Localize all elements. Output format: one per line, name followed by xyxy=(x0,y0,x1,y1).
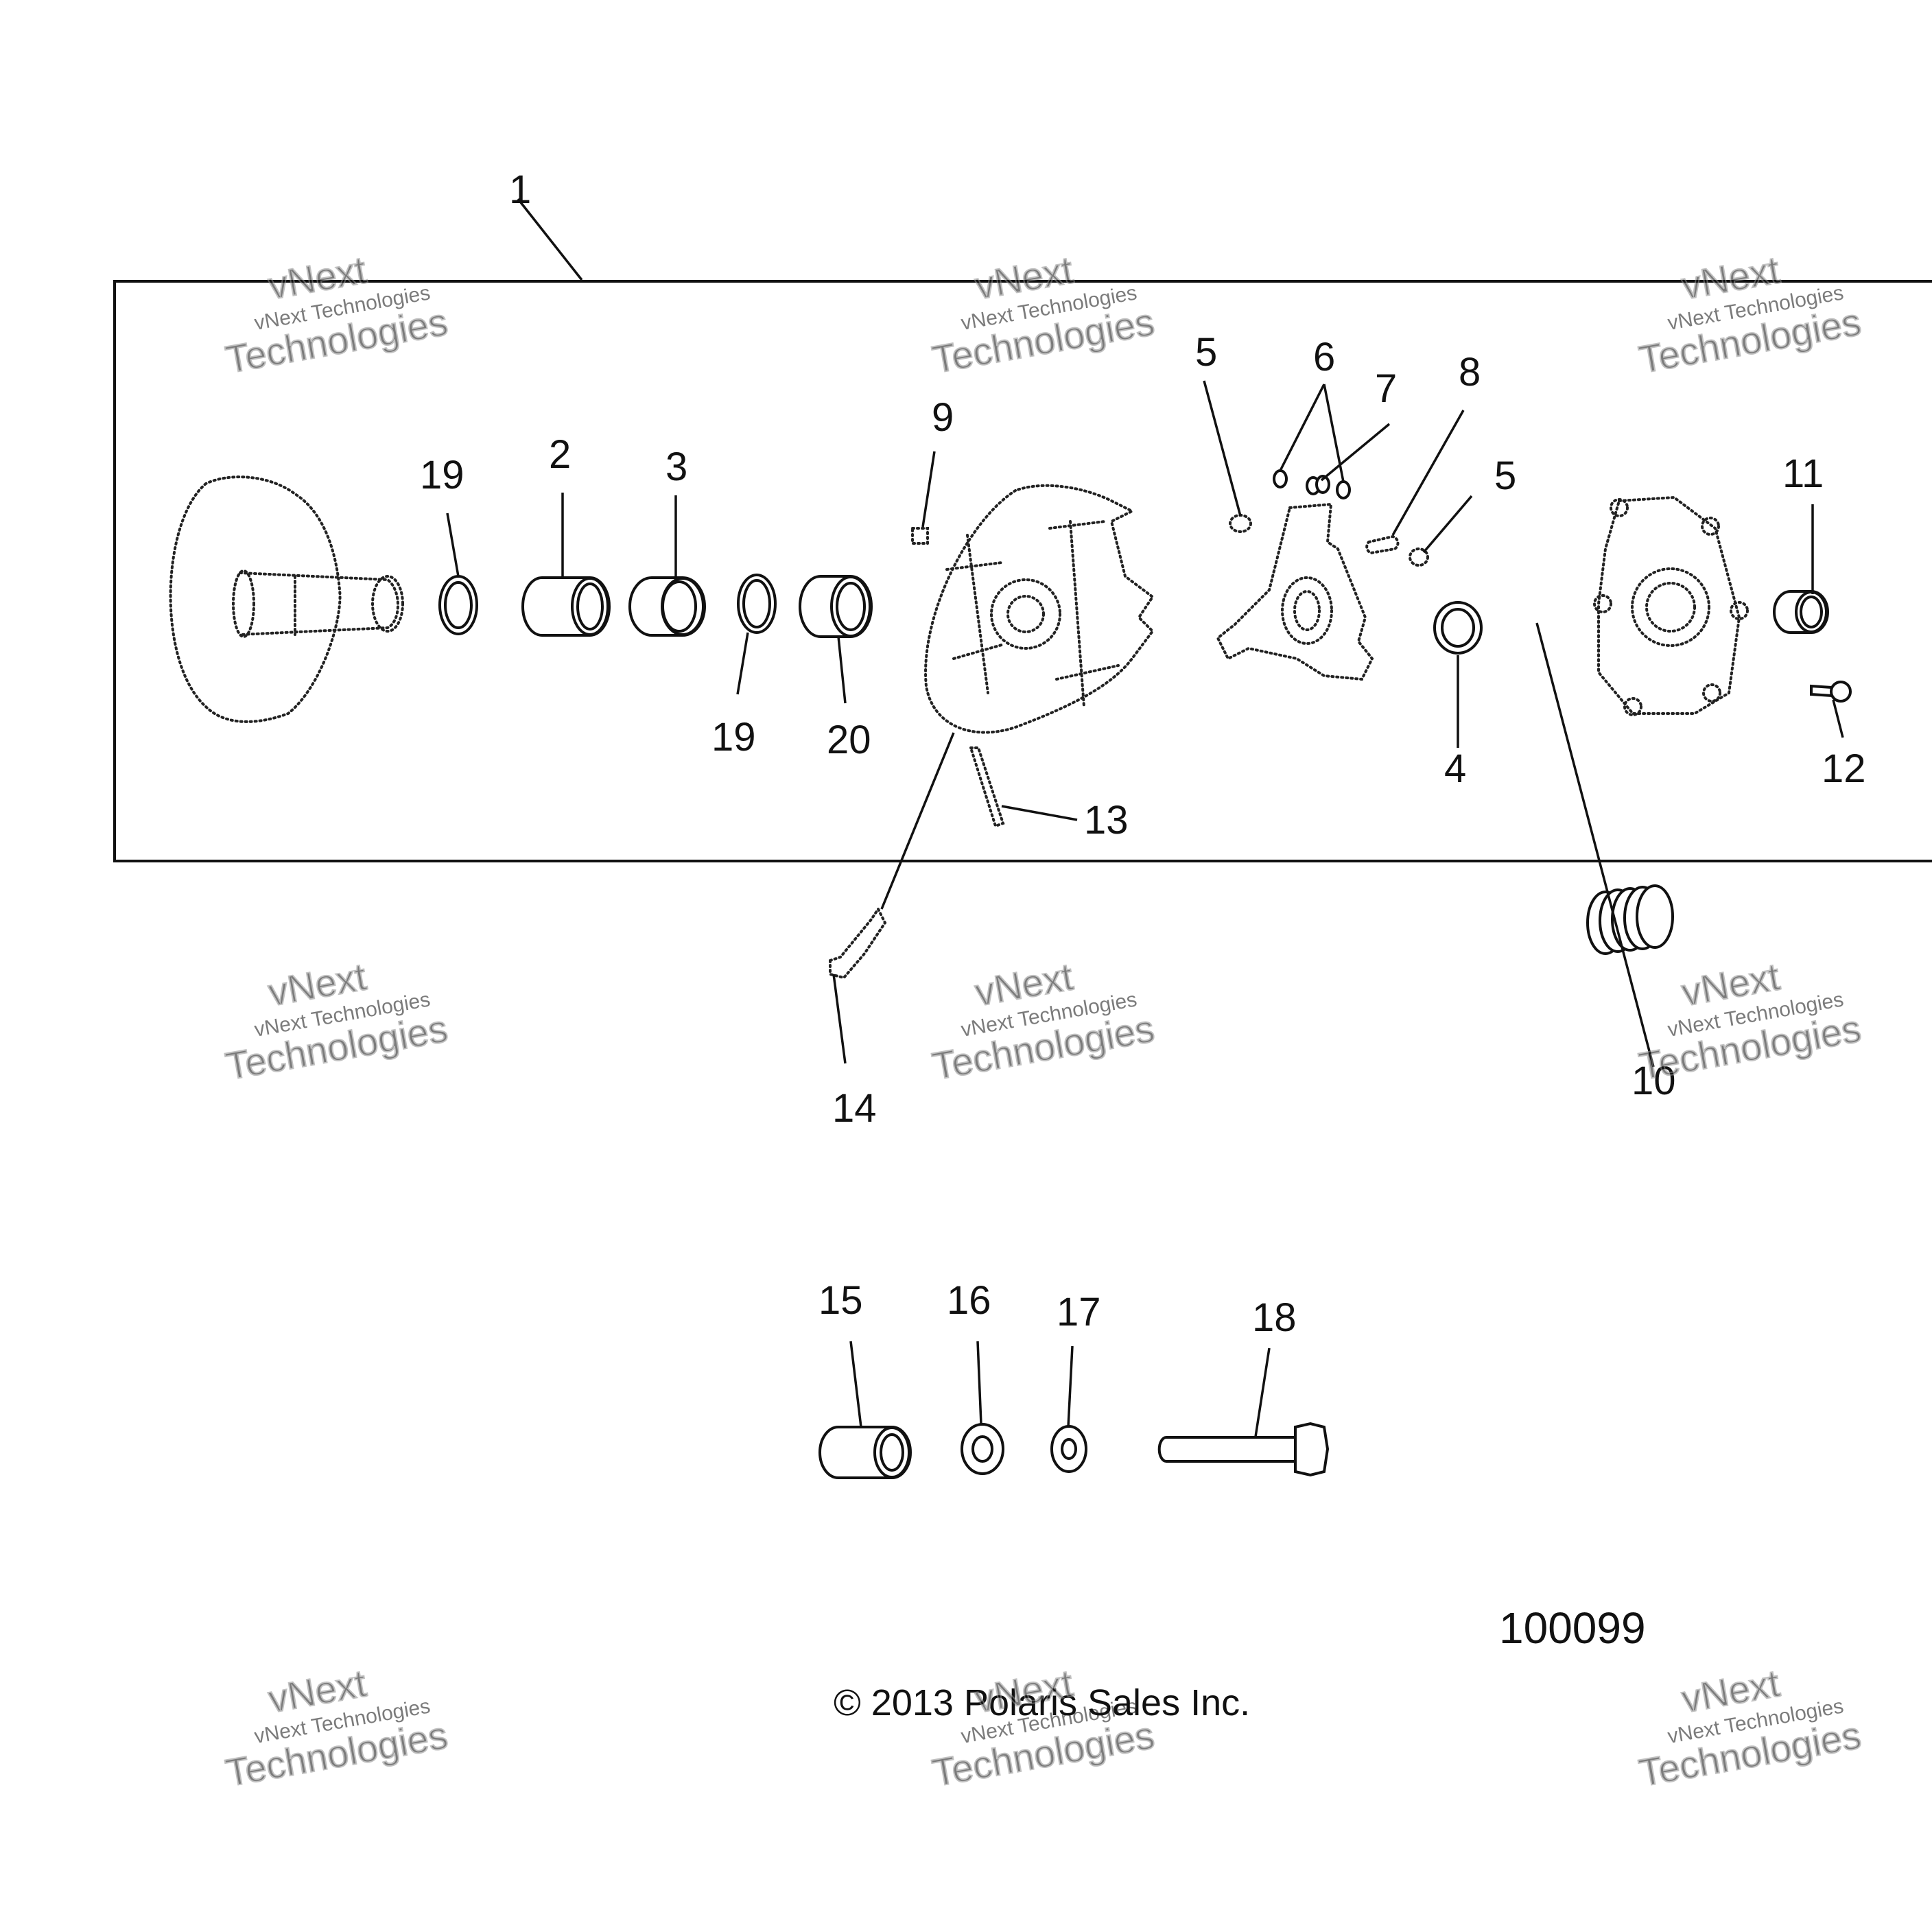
bushing-part xyxy=(628,576,706,637)
ring-part xyxy=(1273,469,1288,488)
assembly-frame xyxy=(113,280,1932,862)
callout-16: 16 xyxy=(947,1278,991,1323)
bushing-part xyxy=(521,576,611,637)
screw-part xyxy=(1810,681,1852,703)
callout-20: 20 xyxy=(827,718,871,762)
bolt-part xyxy=(1157,1422,1330,1477)
callout-7: 7 xyxy=(1375,366,1397,411)
copyright-notice: © 2013 Polaris Sales Inc. xyxy=(834,1682,1250,1723)
callout-5: 5 xyxy=(1195,330,1217,375)
callout-labels: 1 2 3 4 5 5 6 7 8 9 10 11 12 13 14 15 16… xyxy=(420,167,1866,1340)
leader-lines xyxy=(446,198,1844,1437)
callout-19: 19 xyxy=(711,715,756,759)
bushing-part xyxy=(799,575,873,638)
button-part xyxy=(1409,547,1429,567)
callout-14: 14 xyxy=(832,1086,877,1131)
callout-1: 1 xyxy=(509,167,531,212)
callout-18: 18 xyxy=(1252,1295,1297,1340)
spider-part xyxy=(1216,502,1374,681)
watermark-tile: vNext vNext Technologies Technologies xyxy=(1635,954,1865,1088)
button-part xyxy=(1229,514,1252,533)
callout-19: 19 xyxy=(420,453,464,497)
diagram-number: 100099 xyxy=(1499,1603,1646,1653)
svg-text:vNext: vNext xyxy=(971,248,1076,307)
callout-5: 5 xyxy=(1494,453,1516,498)
ring-part xyxy=(1336,480,1351,499)
spacer-part xyxy=(818,1426,912,1479)
movable-sheave-part xyxy=(924,484,1155,734)
watermark-tile: vNext vNext Technologies Technologies xyxy=(222,954,451,1088)
callout-2: 2 xyxy=(549,432,571,477)
watermark-tile: vNext vNext Technologies Technologies xyxy=(222,1660,451,1795)
fixed-sheave-part xyxy=(169,475,404,723)
set-screw-part xyxy=(911,527,929,545)
watermark-tile: vNext vNext Technologies Technologies xyxy=(928,247,1158,381)
pin-part xyxy=(969,746,1005,828)
callout-8: 8 xyxy=(1459,350,1481,394)
pin-part xyxy=(1365,534,1400,555)
cover-part xyxy=(1593,495,1749,716)
callout-4: 4 xyxy=(1444,746,1466,791)
callout-12: 12 xyxy=(1822,746,1866,791)
ring-part xyxy=(1315,475,1330,494)
watermark-tile: vNext vNext Technologies Technologies xyxy=(928,954,1158,1088)
bushing-part xyxy=(1773,590,1829,634)
callout-3: 3 xyxy=(665,445,687,489)
spring-part xyxy=(1586,884,1674,955)
callout-15: 15 xyxy=(818,1278,863,1323)
callout-6: 6 xyxy=(1313,335,1335,379)
callout-9: 9 xyxy=(932,395,954,440)
callout-10: 10 xyxy=(1631,1059,1676,1103)
watermark-tile: vNext vNext Technologies Technologies xyxy=(222,247,451,381)
weight-part xyxy=(829,906,887,980)
callout-13: 13 xyxy=(1084,798,1129,843)
callout-11: 11 xyxy=(1782,451,1824,496)
callout-17: 17 xyxy=(1057,1290,1101,1334)
watermark-tile: vNext vNext Technologies Technologies xyxy=(1635,247,1865,381)
svg-text:vNext: vNext xyxy=(1678,248,1782,307)
watermark-tile: vNext vNext Technologies Technologies xyxy=(1635,1660,1865,1795)
